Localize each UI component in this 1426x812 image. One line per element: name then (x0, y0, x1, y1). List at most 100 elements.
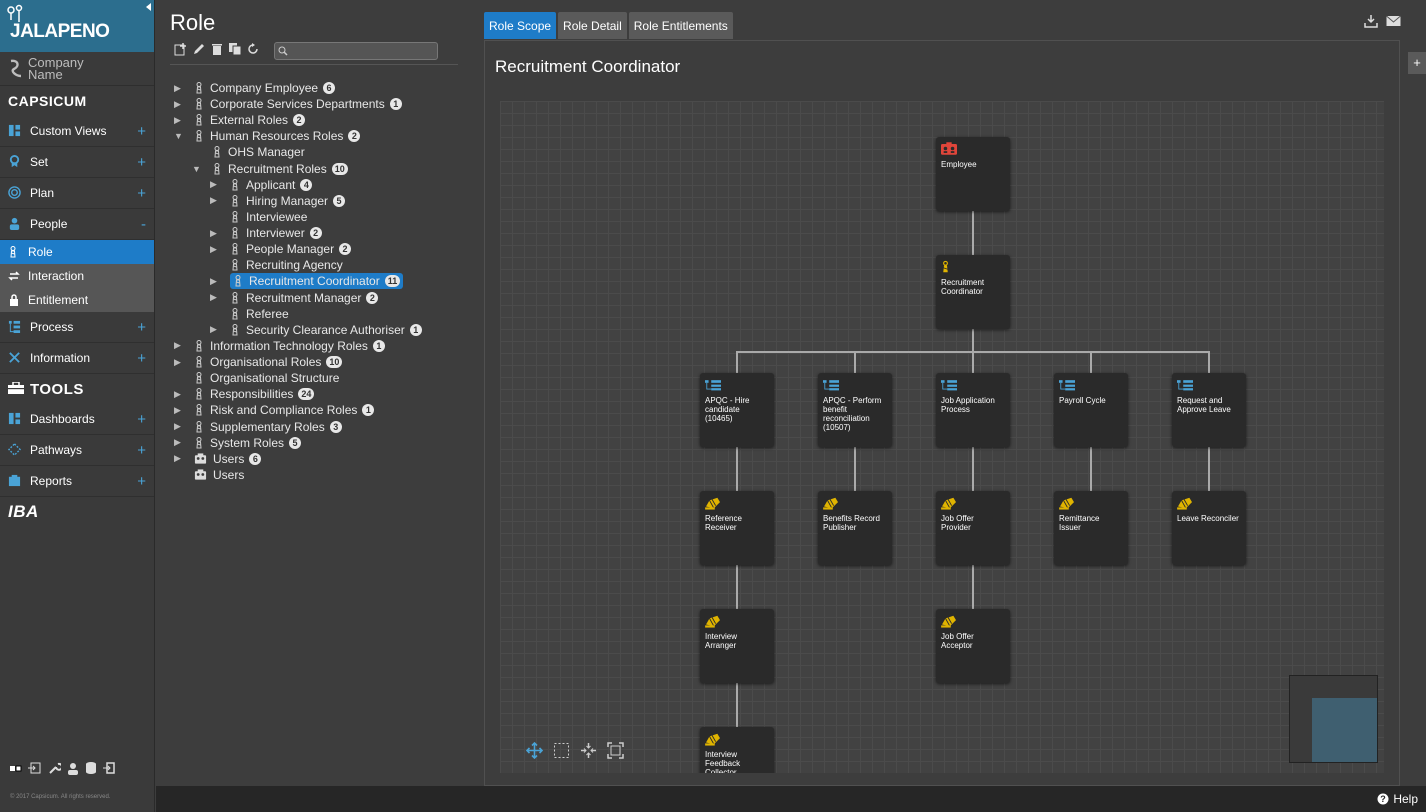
expand-arrow-icon[interactable]: ▶ (174, 453, 181, 464)
expand-toggle[interactable]: + (137, 123, 146, 140)
expand-toggle[interactable]: + (137, 350, 146, 367)
diagram-node-employee[interactable]: Employee (936, 137, 1010, 211)
expand-arrow-icon[interactable]: ▶ (174, 388, 181, 399)
diagram-node-p3[interactable]: Job Application Process (936, 373, 1010, 447)
fullscreen-icon[interactable] (607, 742, 624, 759)
diagram-node-r5[interactable]: Leave Reconciler (1172, 491, 1246, 565)
expand-toggle[interactable]: + (137, 154, 146, 171)
tree-item[interactable]: Organisational Structure (174, 370, 339, 386)
import-icon[interactable] (28, 762, 42, 777)
tab-role-scope[interactable]: Role Scope (484, 12, 557, 39)
nav-item-dashboards[interactable]: Dashboards+ (0, 404, 154, 435)
tree-item[interactable]: Users (174, 467, 244, 483)
nav-item-custom-views[interactable]: Custom Views+ (0, 116, 154, 147)
expand-arrow-icon[interactable]: ▶ (210, 324, 217, 335)
diagram-node-p2[interactable]: APQC - Perform benefit reconciliation (1… (818, 373, 892, 447)
expand-arrow-icon[interactable]: ▶ (210, 243, 217, 254)
expand-arrow-icon[interactable]: ▶ (174, 421, 181, 432)
nav-sub-entitlement[interactable]: Entitlement (0, 288, 154, 312)
add-icon[interactable] (174, 42, 188, 56)
expand-toggle[interactable]: + (137, 319, 146, 336)
collapse-nav-icon[interactable] (146, 3, 151, 11)
nav-item-information[interactable]: Information+ (0, 343, 154, 374)
diagram-node-r3[interactable]: Job Offer Provider (936, 491, 1010, 565)
zoom-fit-icon[interactable] (580, 742, 597, 759)
expand-arrow-icon[interactable]: ▼ (174, 131, 183, 142)
view-toggle-icon[interactable] (10, 764, 22, 776)
logout-icon[interactable] (103, 762, 115, 777)
diagram-node-r7[interactable]: Job Offer Acceptor (936, 609, 1010, 683)
delete-icon[interactable] (210, 42, 224, 56)
expand-arrow-icon[interactable]: ▶ (210, 179, 217, 190)
expand-arrow-icon[interactable]: ▶ (174, 404, 181, 415)
download-icon[interactable] (1364, 14, 1378, 28)
nav-item-people[interactable]: People- (0, 209, 154, 240)
expand-toggle[interactable]: + (137, 473, 146, 490)
expand-arrow-icon[interactable]: ▶ (174, 356, 181, 367)
tree-item[interactable]: Interviewee (210, 209, 307, 225)
tree-item[interactable]: OHS Manager (192, 144, 305, 160)
email-icon[interactable] (1386, 14, 1401, 28)
diagram-node-p5[interactable]: Request and Approve Leave (1172, 373, 1246, 447)
diagram-node-r6[interactable]: Interview Arranger (700, 609, 774, 683)
wrench-icon[interactable] (48, 762, 63, 778)
nav-sub-interaction[interactable]: Interaction (0, 264, 154, 288)
expand-right-panel-button[interactable]: + (1408, 52, 1426, 74)
refresh-icon[interactable] (246, 42, 260, 56)
expand-arrow-icon[interactable]: ▶ (210, 227, 217, 238)
nav-sub-role[interactable]: Role (0, 240, 154, 264)
nav-item-pathways[interactable]: Pathways+ (0, 435, 154, 466)
expand-arrow-icon[interactable]: ▶ (210, 195, 217, 206)
expand-arrow-icon[interactable]: ▶ (210, 292, 217, 303)
expand-arrow-icon[interactable]: ▶ (174, 114, 181, 125)
diagram-node-p4[interactable]: Payroll Cycle (1054, 373, 1128, 447)
nav-item-plan[interactable]: Plan+ (0, 178, 154, 209)
nav-item-process[interactable]: Process+ (0, 312, 154, 343)
copy-icon[interactable] (228, 42, 242, 56)
marquee-select-icon[interactable] (553, 742, 570, 759)
expand-toggle[interactable]: - (141, 216, 146, 233)
diagram-node-r8[interactable]: Interview Feedback Collector (700, 727, 774, 773)
app-logo[interactable]: JALAPENO (0, 0, 154, 52)
expand-arrow-icon[interactable]: ▶ (174, 82, 181, 93)
expand-arrow-icon[interactable]: ▼ (192, 163, 201, 174)
edit-icon[interactable] (192, 42, 206, 56)
diagram-node-r2[interactable]: Benefits Record Publisher (818, 491, 892, 565)
database-icon[interactable] (85, 761, 97, 778)
expand-arrow-icon[interactable]: ▶ (174, 340, 181, 351)
tree-item[interactable]: Recruiting Agency (210, 257, 343, 273)
help-button[interactable]: ? Help (1377, 792, 1418, 806)
expand-toggle[interactable]: + (137, 185, 146, 202)
expand-arrow-icon[interactable]: ▶ (174, 98, 181, 109)
user-icon[interactable] (67, 762, 79, 778)
diagram-node-p1[interactable]: APQC - Hire candidate (10465) (700, 373, 774, 447)
diagram-node-r1[interactable]: Reference Receiver (700, 491, 774, 565)
expand-arrow-icon[interactable]: ▶ (210, 275, 217, 286)
diagram-node-rc[interactable]: Recruitment Coordinator (936, 255, 1010, 329)
tab-role-entitlements[interactable]: Role Entitlements (628, 12, 733, 39)
tree-item[interactable]: Referee (210, 306, 289, 322)
minimap[interactable] (1289, 675, 1378, 763)
nav-item-reports[interactable]: Reports+ (0, 466, 154, 497)
expand-arrow-icon[interactable]: ▶ (174, 437, 181, 448)
tree-search-input[interactable] (274, 42, 438, 60)
